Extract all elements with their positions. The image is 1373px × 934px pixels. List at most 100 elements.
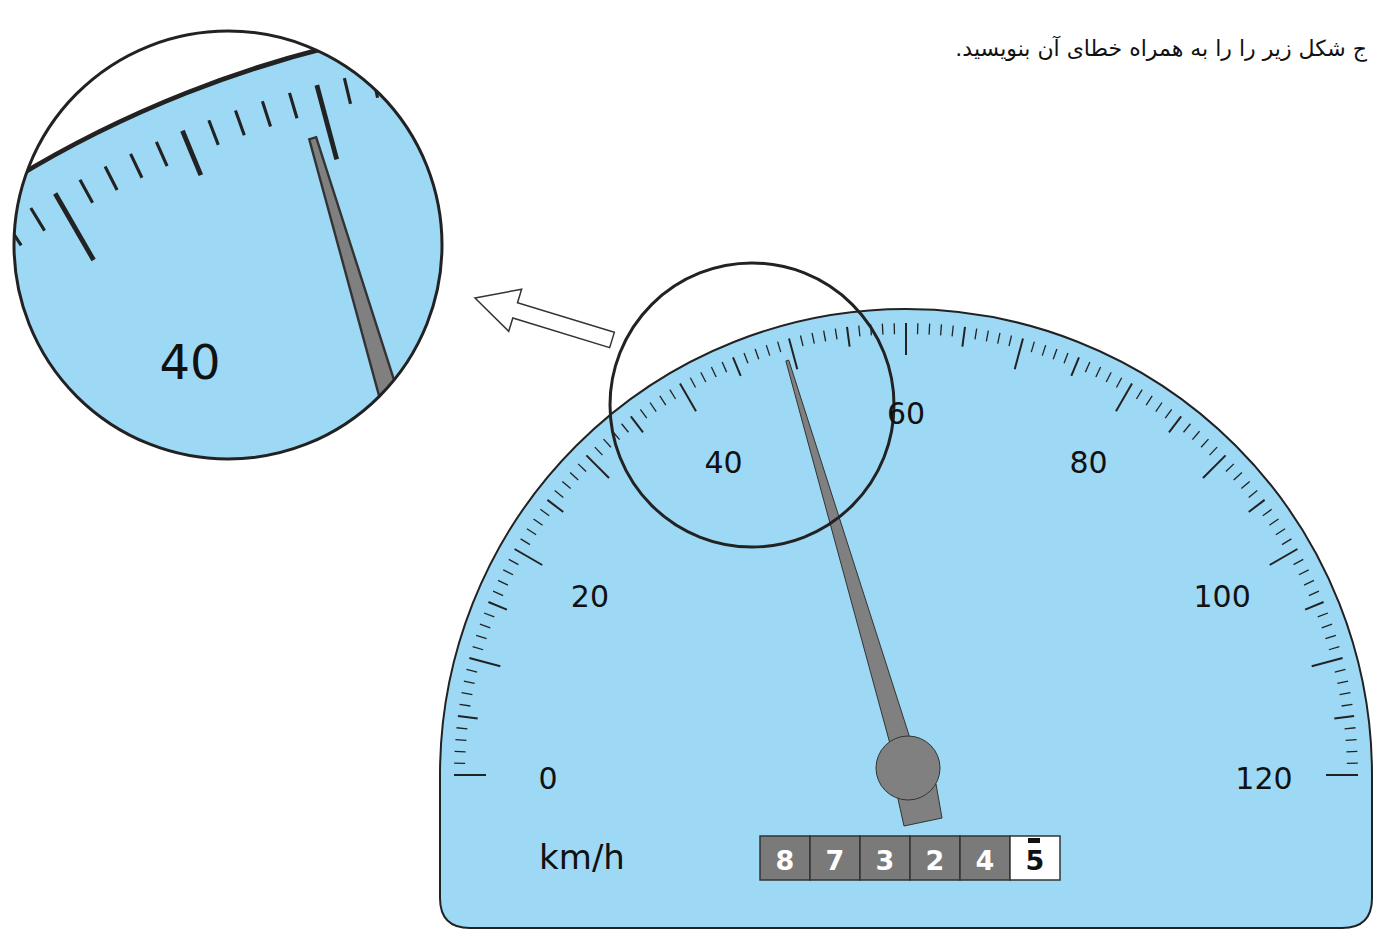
scale-tick xyxy=(690,378,695,388)
scale-tick xyxy=(952,325,953,336)
scale-tick xyxy=(1340,693,1351,695)
zoom-scale-number: 40 xyxy=(159,336,220,389)
scale-number: 20 xyxy=(571,579,609,612)
scale-tick xyxy=(859,325,860,336)
scale-tick xyxy=(800,335,803,346)
zoomed-dial xyxy=(0,15,1373,934)
dial-face xyxy=(440,309,1372,928)
scale-tick xyxy=(894,323,896,334)
scale-tick xyxy=(454,763,465,765)
scale-number: 80 xyxy=(1069,445,1107,478)
scale-tick xyxy=(464,681,475,683)
scale-tick xyxy=(458,716,478,719)
rolling-digit-edge xyxy=(1028,838,1040,843)
scale-tick xyxy=(1337,681,1348,683)
scale-tick xyxy=(905,323,907,355)
scale-tick xyxy=(940,324,942,335)
question-text: ج شکل زیر را را به همراه خطای آن بنویسید… xyxy=(955,37,1367,61)
scale-tick xyxy=(975,329,977,340)
scale-tick xyxy=(1282,539,1291,545)
scale-tick xyxy=(455,739,466,741)
scale-tick xyxy=(1299,570,1309,575)
scale-tick xyxy=(540,509,549,515)
scale-tick xyxy=(1053,349,1057,359)
scale-tick xyxy=(1156,402,1162,411)
scale-number: 40 xyxy=(704,445,742,478)
scale-tick xyxy=(766,345,769,355)
scale-tick xyxy=(917,323,919,334)
scale-tick xyxy=(1322,624,1332,628)
scale-tick xyxy=(812,333,814,344)
scale-tick xyxy=(962,327,965,347)
scale-tick xyxy=(744,353,748,363)
scale-tick xyxy=(454,774,486,776)
scale-tick xyxy=(835,329,837,340)
scale-tick xyxy=(882,324,884,335)
scale-tick xyxy=(1304,580,1314,585)
scale-tick xyxy=(1335,669,1346,672)
scale-tick xyxy=(476,635,486,638)
scale-tick xyxy=(460,704,471,706)
scale-tick xyxy=(480,624,490,628)
scale-number: 0 xyxy=(538,762,557,795)
scale-tick xyxy=(755,349,759,359)
odometer-cell xyxy=(810,836,860,880)
scale-tick xyxy=(1210,447,1218,455)
scale-tick xyxy=(660,396,666,405)
scale-tick xyxy=(711,367,716,377)
scale-tick xyxy=(1192,431,1199,439)
scale-tick xyxy=(586,455,609,478)
scale-tick xyxy=(493,591,503,595)
scale-tick xyxy=(1203,455,1226,478)
odometer-digit: 8 xyxy=(776,846,795,876)
scale-tick xyxy=(701,372,706,382)
odometer-digit: 5 xyxy=(1026,846,1045,876)
needle xyxy=(786,360,942,826)
scale-tick xyxy=(1042,345,1045,355)
scale-tick xyxy=(622,424,629,433)
scale-tick xyxy=(1346,739,1357,741)
scale-tick xyxy=(1234,473,1242,480)
scale-tick xyxy=(1064,353,1068,363)
odometer-digit: 7 xyxy=(826,846,845,876)
scale-tick xyxy=(1276,529,1285,535)
scale-tick xyxy=(1096,367,1101,377)
dial xyxy=(440,309,1372,928)
scale-tick xyxy=(1085,362,1089,372)
odometer-cell xyxy=(960,836,1010,880)
scale-number: 120 xyxy=(1235,762,1292,795)
scale-tick xyxy=(521,539,530,545)
scale-tick xyxy=(595,447,603,455)
scale-tick xyxy=(1312,658,1343,666)
odometer-digit: 2 xyxy=(926,846,945,876)
scale-tick xyxy=(1116,384,1132,412)
scale-tick xyxy=(1106,372,1111,382)
scale-tick xyxy=(455,751,466,753)
scale-tick xyxy=(515,549,543,565)
scale-tick xyxy=(462,693,473,695)
scale-tick xyxy=(547,500,563,512)
scale-tick xyxy=(562,481,570,488)
scale-tick xyxy=(555,491,564,498)
scale-tick xyxy=(533,519,542,525)
scale-tick xyxy=(847,327,850,347)
zoom-view xyxy=(0,15,1373,934)
scale-tick xyxy=(509,559,519,564)
scale-tick xyxy=(1318,613,1328,617)
scale-number: 100 xyxy=(1193,579,1250,612)
scale-tick xyxy=(484,613,494,617)
scale-tick xyxy=(1249,491,1258,498)
scale-tick xyxy=(680,384,696,412)
scale-tick xyxy=(1329,647,1340,650)
scale-tick xyxy=(1146,396,1152,405)
unit-label: km/h xyxy=(539,839,625,876)
scale-tick xyxy=(1342,704,1353,706)
scale-tick xyxy=(578,464,586,472)
scale-number: 60 xyxy=(887,397,925,430)
scale-tick xyxy=(1269,519,1278,525)
scale-tick xyxy=(1345,728,1356,729)
scale-tick xyxy=(986,331,988,342)
scale-tick xyxy=(1294,559,1304,564)
scale-tick xyxy=(1309,591,1319,595)
magnify-region xyxy=(610,263,894,547)
